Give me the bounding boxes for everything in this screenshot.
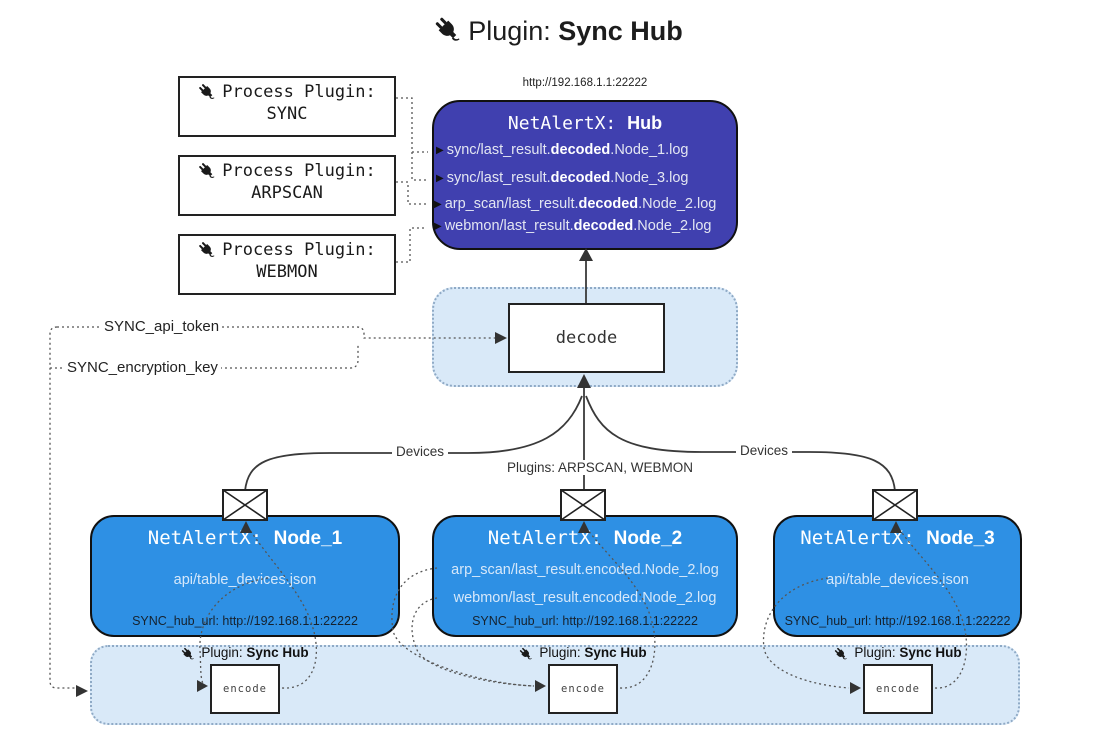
hub-url-label: http://192.168.1.1:22222 [522,77,648,89]
process-plugin-box-arpscan: Process Plugin: ARPSCAN [178,155,396,216]
node-hub-url: SYNC_hub_url: http://192.168.1.1:22222 [784,614,1011,628]
process-plugin-label: Process Plugin: [180,82,394,102]
log-text: arp_scan/last_result. [444,196,579,212]
title-name: Sync Hub [558,16,683,46]
log-text-bold: decoded [550,170,611,186]
encode-plugin-name: Sync Hub [584,645,647,660]
log-text-bold: decoded [550,142,611,158]
plug-icon [198,162,216,180]
arrow-right-icon: ▶ [436,173,444,184]
encode-plugin-name: Sync Hub [246,645,309,660]
page-title: Plugin: Sync Hub [0,16,1117,47]
log-text: sync/last_result. [446,142,551,158]
node-title: NetAlertX: Node_3 [775,527,1020,550]
hub-log-line: ▶webmon/last_result.decoded.Node_2.log [434,218,711,234]
process-plugin-name: ARPSCAN [251,183,323,203]
node-hub-url: SYNC_hub_url: http://192.168.1.1:22222 [472,614,698,628]
plug-icon [198,241,216,259]
decode-box: decode [508,303,665,373]
node-title-prefix: NetAlertX: [487,527,603,549]
node-log-line: api/table_devices.json [826,572,969,588]
encode-box: encode [548,664,618,714]
plug-icon [519,647,533,661]
arrow-right-icon: ▶ [434,221,442,232]
node-title: NetAlertX: Node_2 [434,527,736,550]
node1-box: NetAlertX: Node_1 api/table_devices.json… [90,515,400,637]
node-title-prefix: NetAlertX: [147,527,263,549]
hub-log-line: ▶arp_scan/last_result.decoded.Node_2.log [434,196,716,212]
encode-plugin-label: Plugin: Sync Hub [493,645,673,661]
devices-edge-label-left: Devices [392,444,449,459]
arrow-right-icon: ▶ [434,199,442,210]
node-title-name: Node_2 [613,528,683,549]
hub-log-line: ▶sync/last_result.decoded.Node_1.log [436,142,689,158]
hub-title-name: Hub [627,113,663,133]
node-log-line: arp_scan/last_result.encoded.Node_2.log [451,562,719,578]
node-title-prefix: NetAlertX: [800,527,915,549]
encode-plugin-name: Sync Hub [899,645,962,660]
hub-log-line: ▶sync/last_result.decoded.Node_3.log [436,170,689,186]
log-text: .Node_1.log [610,142,689,158]
node-log-line: api/table_devices.json [173,572,317,588]
title-prefix: Plugin: [468,16,551,46]
process-plugin-text: Process Plugin: [222,82,376,102]
node-log-line: webmon/last_result.encoded.Node_2.log [453,590,717,606]
process-plugin-text: Process Plugin: [222,240,376,260]
node-title-name: Node_1 [273,528,343,549]
process-plugin-label: Process Plugin: [180,240,394,260]
devices-edge-label-right: Devices [736,443,793,458]
encode-box: encode [210,664,280,714]
encode-plugin-prefix: Plugin: [201,645,243,660]
sync-encryption-key-label: SYNC_encryption_key [64,359,221,376]
log-text: .Node_2.log [638,196,717,212]
encode-box: encode [863,664,933,714]
plug-icon [834,647,848,661]
node-hub-url: SYNC_hub_url: http://192.168.1.1:22222 [132,614,358,628]
process-plugin-label: Process Plugin: [180,161,394,181]
node3-box: NetAlertX: Node_3 api/table_devices.json… [773,515,1022,637]
sync-keys-connectors [49,326,507,697]
log-text-bold: decoded [578,196,639,212]
process-plugin-name: WEBMON [256,262,318,282]
process-plugin-text: Process Plugin: [222,161,376,181]
plugins-edge-label: Plugins: ARPSCAN, WEBMON [503,460,698,475]
node2-box: NetAlertX: Node_2 arp_scan/last_result.e… [432,515,738,637]
process-plugin-box-webmon: Process Plugin: WEBMON [178,234,396,295]
plugin-to-hub-connectors [396,97,428,263]
log-text: .Node_2.log [633,218,712,234]
hub-title: NetAlertX: Hub [434,113,736,134]
hub-box: NetAlertX: Hub ▶sync/last_result.decoded… [432,100,738,250]
plug-icon [198,83,216,101]
plug-icon [181,647,195,661]
log-text-bold: decoded [573,218,634,234]
node-title: NetAlertX: Node_1 [92,527,398,550]
log-text: .Node_3.log [610,170,689,186]
encode-plugin-prefix: Plugin: [539,645,581,660]
plug-icon [434,16,462,44]
encode-plugin-prefix: Plugin: [854,645,896,660]
arrow-right-icon: ▶ [436,145,444,156]
sync-api-token-label: SYNC_api_token [101,318,223,335]
encode-plugin-label: Plugin: Sync Hub [808,645,988,661]
log-text: webmon/last_result. [444,218,574,234]
hub-title-prefix: NetAlertX: [507,113,617,134]
process-plugin-box-sync: Process Plugin: SYNC [178,76,396,137]
encode-plugin-label: Plugin: Sync Hub [155,645,335,661]
log-text: sync/last_result. [446,170,551,186]
process-plugin-name: SYNC [266,104,308,124]
node-title-name: Node_3 [926,528,995,549]
